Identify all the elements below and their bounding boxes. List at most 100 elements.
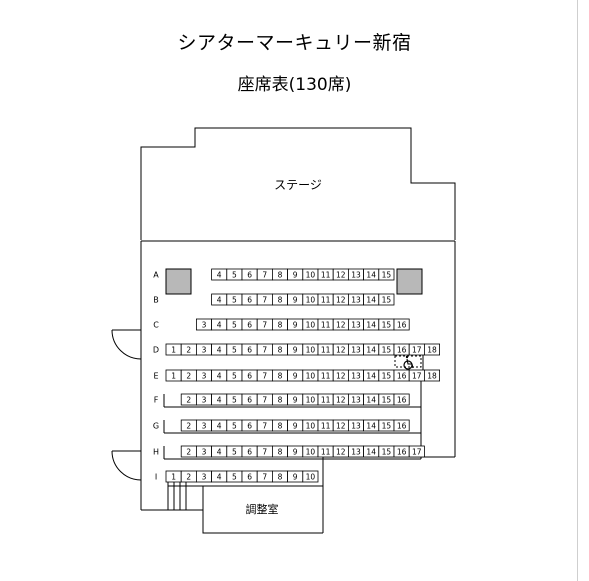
seat-g-10[interactable]: 10 <box>302 419 319 432</box>
seat-f-2[interactable]: 2 <box>180 393 197 406</box>
seat-f-7[interactable]: 7 <box>256 393 273 406</box>
seat-c-6[interactable]: 6 <box>241 318 258 331</box>
seat-b-9[interactable]: 9 <box>287 293 304 306</box>
seat-g-7[interactable]: 7 <box>256 419 273 432</box>
seat-f-9[interactable]: 9 <box>287 393 304 406</box>
seat-e-18[interactable]: 18 <box>423 369 440 382</box>
seat-b-6[interactable]: 6 <box>241 293 258 306</box>
seat-f-13[interactable]: 13 <box>347 393 364 406</box>
seat-h-7[interactable]: 7 <box>256 445 273 458</box>
seat-c-4[interactable]: 4 <box>211 318 228 331</box>
seat-c-16[interactable]: 16 <box>393 318 410 331</box>
seat-e-1[interactable]: 1 <box>165 369 182 382</box>
seat-h-4[interactable]: 4 <box>211 445 228 458</box>
seat-d-13[interactable]: 13 <box>347 343 364 356</box>
seat-e-5[interactable]: 5 <box>226 369 243 382</box>
seat-g-9[interactable]: 9 <box>287 419 304 432</box>
seat-f-5[interactable]: 5 <box>226 393 243 406</box>
seat-g-8[interactable]: 8 <box>271 419 288 432</box>
seat-e-17[interactable]: 17 <box>408 369 425 382</box>
seat-g-11[interactable]: 11 <box>317 419 334 432</box>
seat-a-5[interactable]: 5 <box>226 268 243 281</box>
seat-g-16[interactable]: 16 <box>393 419 410 432</box>
seat-g-12[interactable]: 12 <box>332 419 349 432</box>
seat-b-15[interactable]: 15 <box>378 293 395 306</box>
seat-h-3[interactable]: 3 <box>195 445 212 458</box>
seat-i-8[interactable]: 8 <box>271 470 288 483</box>
seat-c-10[interactable]: 10 <box>302 318 319 331</box>
seat-d-14[interactable]: 14 <box>363 343 380 356</box>
seat-i-10[interactable]: 10 <box>302 470 319 483</box>
seat-h-2[interactable]: 2 <box>180 445 197 458</box>
seat-a-9[interactable]: 9 <box>287 268 304 281</box>
seat-e-6[interactable]: 6 <box>241 369 258 382</box>
seat-b-4[interactable]: 4 <box>211 293 228 306</box>
seat-a-7[interactable]: 7 <box>256 268 273 281</box>
seat-h-17[interactable]: 17 <box>408 445 425 458</box>
seat-g-15[interactable]: 15 <box>378 419 395 432</box>
seat-g-6[interactable]: 6 <box>241 419 258 432</box>
seat-e-11[interactable]: 11 <box>317 369 334 382</box>
seat-g-3[interactable]: 3 <box>195 419 212 432</box>
seat-f-8[interactable]: 8 <box>271 393 288 406</box>
seat-e-12[interactable]: 12 <box>332 369 349 382</box>
seat-h-10[interactable]: 10 <box>302 445 319 458</box>
seat-a-8[interactable]: 8 <box>271 268 288 281</box>
seat-e-7[interactable]: 7 <box>256 369 273 382</box>
seat-d-1[interactable]: 1 <box>165 343 182 356</box>
seat-e-2[interactable]: 2 <box>180 369 197 382</box>
seat-c-13[interactable]: 13 <box>347 318 364 331</box>
seat-i-4[interactable]: 4 <box>211 470 228 483</box>
seat-g-13[interactable]: 13 <box>347 419 364 432</box>
seat-a-10[interactable]: 10 <box>302 268 319 281</box>
door-lower[interactable] <box>111 450 142 481</box>
seat-i-7[interactable]: 7 <box>256 470 273 483</box>
seat-c-9[interactable]: 9 <box>287 318 304 331</box>
seat-c-3[interactable]: 3 <box>195 318 212 331</box>
seat-d-9[interactable]: 9 <box>287 343 304 356</box>
seat-b-7[interactable]: 7 <box>256 293 273 306</box>
seat-h-15[interactable]: 15 <box>378 445 395 458</box>
seat-i-9[interactable]: 9 <box>287 470 304 483</box>
seat-f-10[interactable]: 10 <box>302 393 319 406</box>
seat-c-8[interactable]: 8 <box>271 318 288 331</box>
seat-d-15[interactable]: 15 <box>378 343 395 356</box>
seat-d-2[interactable]: 2 <box>180 343 197 356</box>
seat-c-12[interactable]: 12 <box>332 318 349 331</box>
seat-i-6[interactable]: 6 <box>241 470 258 483</box>
seat-e-16[interactable]: 16 <box>393 369 410 382</box>
seat-c-15[interactable]: 15 <box>378 318 395 331</box>
seat-a-12[interactable]: 12 <box>332 268 349 281</box>
seat-f-11[interactable]: 11 <box>317 393 334 406</box>
seat-d-6[interactable]: 6 <box>241 343 258 356</box>
seat-e-3[interactable]: 3 <box>195 369 212 382</box>
seat-h-11[interactable]: 11 <box>317 445 334 458</box>
seat-a-14[interactable]: 14 <box>363 268 380 281</box>
seat-i-2[interactable]: 2 <box>180 470 197 483</box>
seat-f-4[interactable]: 4 <box>211 393 228 406</box>
seat-g-14[interactable]: 14 <box>363 419 380 432</box>
seat-h-14[interactable]: 14 <box>363 445 380 458</box>
seat-e-4[interactable]: 4 <box>211 369 228 382</box>
seat-a-13[interactable]: 13 <box>347 268 364 281</box>
seat-h-13[interactable]: 13 <box>347 445 364 458</box>
seat-f-16[interactable]: 16 <box>393 393 410 406</box>
seat-i-1[interactable]: 1 <box>165 470 182 483</box>
seat-h-6[interactable]: 6 <box>241 445 258 458</box>
seat-c-11[interactable]: 11 <box>317 318 334 331</box>
seat-e-8[interactable]: 8 <box>271 369 288 382</box>
seat-d-16[interactable]: 16 <box>393 343 410 356</box>
seat-b-10[interactable]: 10 <box>302 293 319 306</box>
seat-d-11[interactable]: 11 <box>317 343 334 356</box>
seat-f-15[interactable]: 15 <box>378 393 395 406</box>
seat-d-8[interactable]: 8 <box>271 343 288 356</box>
seat-g-2[interactable]: 2 <box>180 419 197 432</box>
seat-f-6[interactable]: 6 <box>241 393 258 406</box>
seat-h-5[interactable]: 5 <box>226 445 243 458</box>
seat-f-3[interactable]: 3 <box>195 393 212 406</box>
seat-i-5[interactable]: 5 <box>226 470 243 483</box>
seat-e-15[interactable]: 15 <box>378 369 395 382</box>
wheelchair-space[interactable] <box>394 355 422 368</box>
seat-a-6[interactable]: 6 <box>241 268 258 281</box>
seat-g-4[interactable]: 4 <box>211 419 228 432</box>
